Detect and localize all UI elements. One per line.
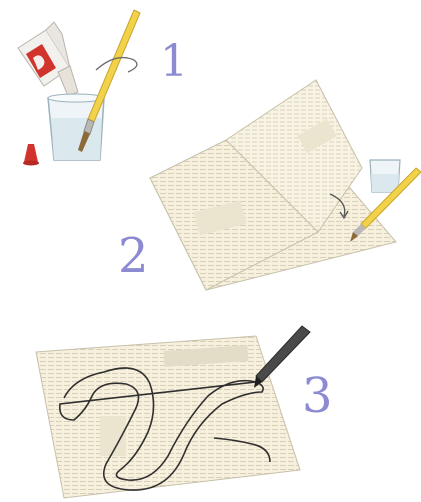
glue-bottle (18, 22, 78, 96)
step-number-2: 2 (118, 228, 149, 284)
glass-small (370, 160, 400, 192)
step-2-illustration (150, 80, 421, 290)
glue-cap (24, 144, 38, 162)
step-number-1: 1 (160, 36, 188, 87)
step-3-illustration (36, 326, 310, 498)
step-1-illustration (18, 10, 140, 166)
paintbrush (78, 10, 140, 152)
step-number-3: 3 (302, 368, 333, 424)
